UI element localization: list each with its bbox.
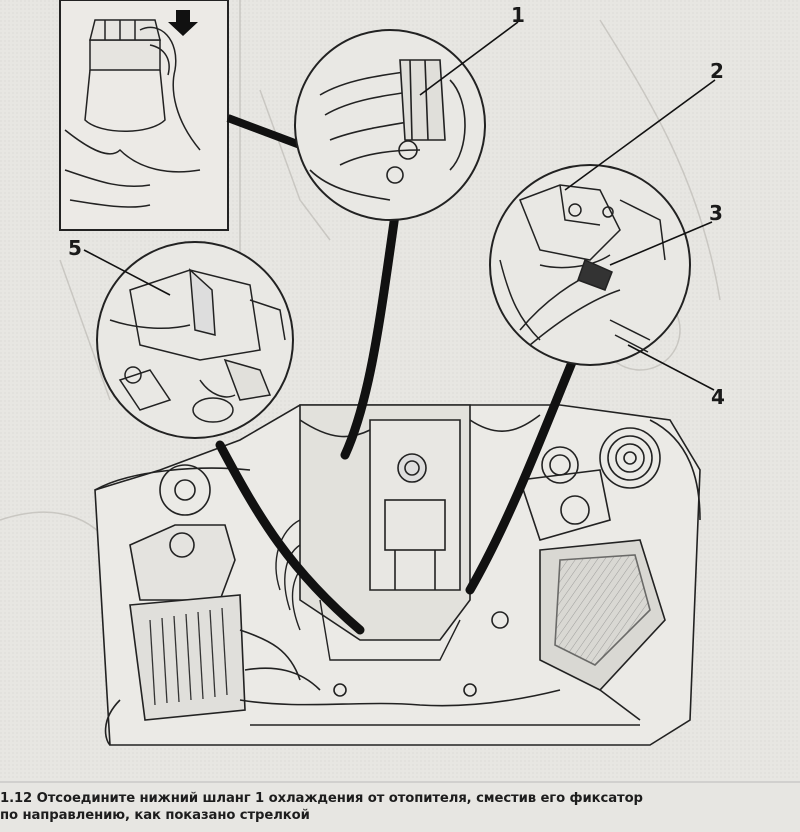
detail-circle-hose-1 (294, 29, 486, 221)
callout-5: 5 (68, 236, 82, 260)
detail-circle-left (96, 241, 294, 439)
callout-2: 2 (710, 59, 724, 83)
caption-line-2: по направлению, как показано стрелкой (0, 808, 310, 823)
callout-leaders (83, 21, 716, 391)
callout-4: 4 (711, 385, 725, 409)
caption-line-1: 1.12 Отсоедините нижний шланг 1 охлажден… (0, 791, 643, 806)
detail-circle-right (489, 164, 691, 366)
figure-caption: 1.12 Отсоедините нижний шланг 1 охлажден… (0, 790, 800, 824)
inset-panel-clip (59, 0, 302, 231)
down-arrow-icon (168, 10, 198, 36)
callout-1: 1 (511, 3, 525, 27)
leader-bands (215, 210, 580, 635)
callout-3: 3 (709, 201, 723, 225)
